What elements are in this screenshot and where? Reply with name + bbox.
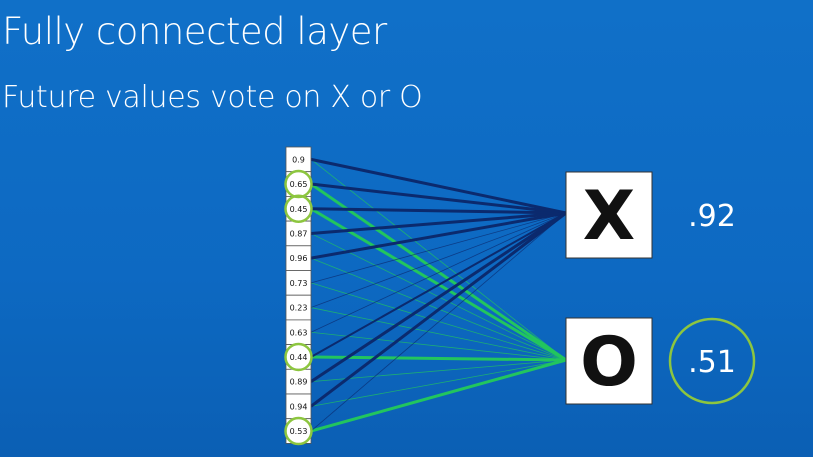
output-box-o <box>565 317 653 405</box>
input-cell-value: 0.63 <box>290 328 308 337</box>
connection-line-o <box>310 358 567 433</box>
output-nodes: X .92O .51 <box>565 171 756 405</box>
input-cell <box>285 368 312 395</box>
connection-line-o <box>310 307 567 361</box>
connection-line-o <box>310 331 567 361</box>
output-score-o: .51 <box>688 345 736 380</box>
input-cell <box>285 393 312 420</box>
connection-line-o <box>310 159 567 361</box>
connection-line-x <box>310 207 567 215</box>
input-cell <box>285 294 312 321</box>
connection-line-o <box>310 282 567 361</box>
connection-line-x <box>310 211 567 383</box>
input-cell <box>285 146 312 173</box>
output-label-x: X <box>583 177 635 256</box>
connection-line-x <box>310 212 567 308</box>
input-cell-value: 0.65 <box>290 180 308 189</box>
connection-line-x <box>310 182 567 215</box>
highlight-ring <box>284 194 313 223</box>
connection-line-x <box>310 211 567 235</box>
input-cell <box>285 270 312 296</box>
input-cell-value: 0.23 <box>290 304 308 313</box>
input-cell-value: 0.96 <box>290 254 308 263</box>
highlight-ring <box>284 342 313 372</box>
input-cell-value: 0.87 <box>290 229 308 238</box>
input-cell-value: 0.53 <box>290 427 308 436</box>
input-cell-value: 0.73 <box>290 279 308 288</box>
connection-line-x <box>310 212 567 284</box>
connection-line-o <box>310 359 567 383</box>
input-cell-value: 0.44 <box>290 353 308 362</box>
highlight-ring <box>284 416 313 446</box>
connection-line-x <box>310 212 567 333</box>
slide-subtitle: Future values vote on X or O <box>2 80 423 115</box>
score-highlight-ring <box>668 317 756 405</box>
connections-to-o <box>310 159 567 433</box>
connection-line-x <box>310 212 567 432</box>
connections-to-x <box>310 157 567 432</box>
connection-line-o <box>310 359 567 407</box>
connection-line-x <box>310 212 567 358</box>
output-score-x: .92 <box>688 199 736 234</box>
input-cell <box>285 220 312 247</box>
slide-title: Fully connected layer <box>2 10 387 53</box>
connection-line-x <box>310 211 567 408</box>
connection-line-o <box>310 355 567 362</box>
input-vector: 0.9 0.65 0.45 0.87 0.96 0.73 0.23 0.63 0.44 0.89 0… <box>285 146 312 444</box>
connection-line-x <box>310 211 567 260</box>
input-cell-value: 0.94 <box>290 402 308 411</box>
highlight-ring <box>284 169 313 199</box>
output-label-o: O <box>580 323 638 402</box>
connection-line-o <box>310 182 567 362</box>
connection-line-x <box>310 157 567 215</box>
input-cell-value: 0.89 <box>290 378 308 387</box>
input-cell-value: 0.45 <box>290 205 308 214</box>
input-highlight-rings <box>284 169 313 446</box>
input-cell-value: 0.9 <box>292 155 305 164</box>
output-box-x <box>565 171 653 259</box>
